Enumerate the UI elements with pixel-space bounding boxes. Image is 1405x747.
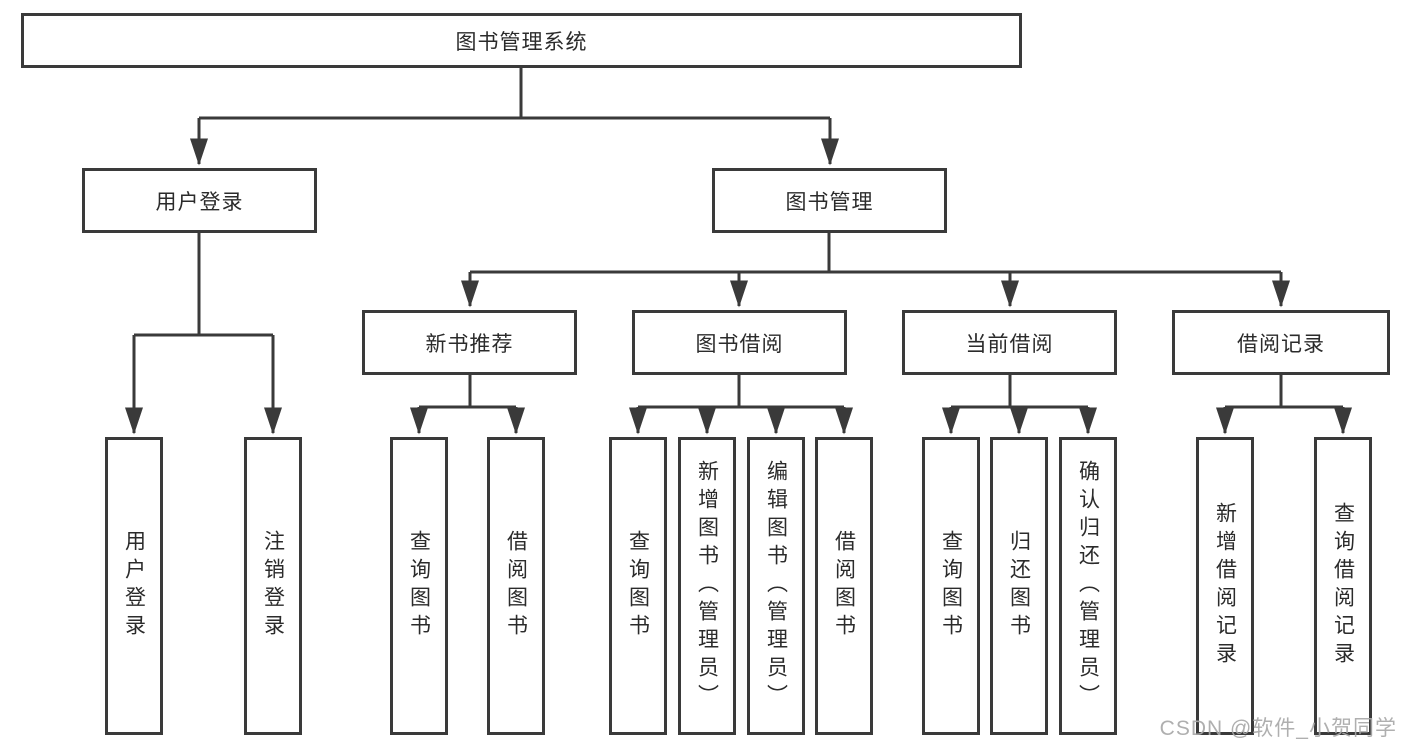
leaf-query-books-recommend: 查询图书	[390, 437, 448, 735]
node-book-borrowing: 图书借阅	[632, 310, 847, 375]
leaf-edit-books-admin: 编辑图书（管理员）	[747, 437, 805, 735]
leaf-borrow-books-recommend: 借阅图书	[487, 437, 545, 735]
node-library-management-system: 图书管理系统	[21, 13, 1022, 68]
leaf-add-books-admin: 新增图书（管理员）	[678, 437, 736, 735]
node-borrowing-records: 借阅记录	[1172, 310, 1390, 375]
node-new-book-recommendation: 新书推荐	[362, 310, 577, 375]
leaf-query-books-current: 查询图书	[922, 437, 980, 735]
leaf-user-login: 用户登录	[105, 437, 163, 735]
leaf-borrow-books-borrowing: 借阅图书	[815, 437, 873, 735]
leaf-query-borrow-record: 查询借阅记录	[1314, 437, 1372, 735]
leaf-query-books-borrowing: 查询图书	[609, 437, 667, 735]
node-current-borrowing: 当前借阅	[902, 310, 1117, 375]
leaf-confirm-return-admin: 确认归还（管理员）	[1059, 437, 1117, 735]
leaf-logout-login: 注销登录	[244, 437, 302, 735]
node-user-login: 用户登录	[82, 168, 317, 233]
leaf-add-borrow-record: 新增借阅记录	[1196, 437, 1254, 735]
watermark-text: CSDN @软件_小贺同学	[1159, 717, 1397, 740]
node-book-management: 图书管理	[712, 168, 947, 233]
leaf-return-books: 归还图书	[990, 437, 1048, 735]
